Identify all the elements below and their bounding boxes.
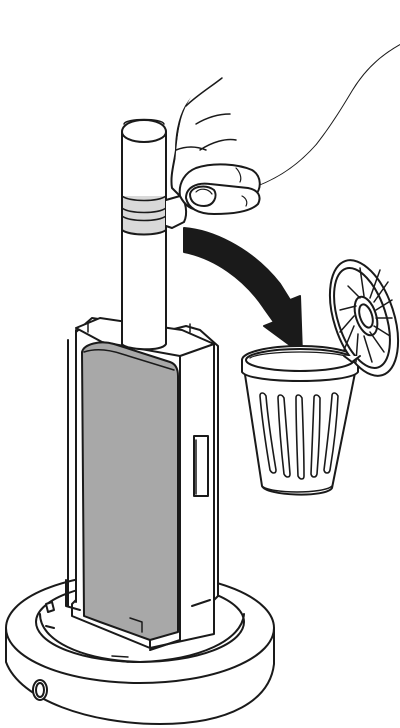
- waste-bin: [242, 346, 358, 495]
- gray-cartridge: [82, 342, 178, 640]
- label-band: [122, 196, 166, 235]
- hand: [171, 0, 400, 214]
